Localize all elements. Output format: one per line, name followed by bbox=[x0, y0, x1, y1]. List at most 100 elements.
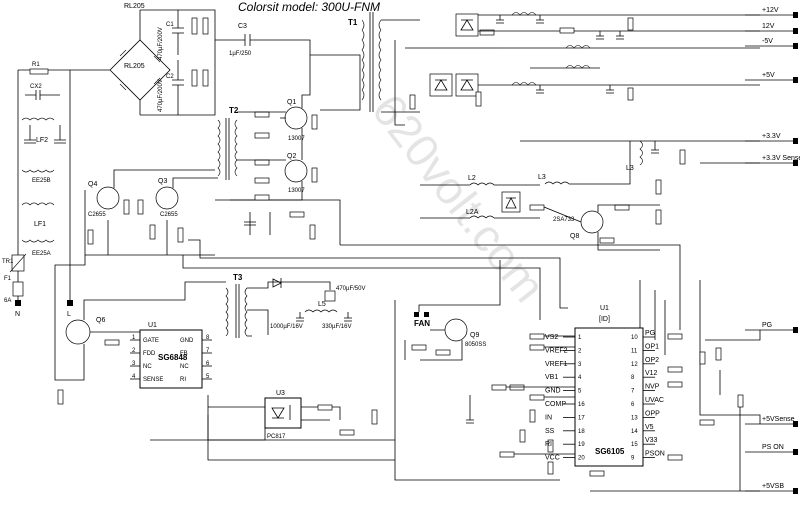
rl205-bottom-label: RL205 bbox=[124, 63, 145, 70]
sg6105-pin-number: 5 bbox=[578, 389, 582, 395]
q3-label: Q3 bbox=[158, 178, 167, 185]
output-terminal-ps-on bbox=[793, 449, 798, 455]
u3-label: U3 bbox=[276, 390, 285, 397]
routing-wires bbox=[150, 239, 761, 492]
t3-transformer: T3 470µF/50V L5 330µF/16V 1000µF/16V bbox=[225, 273, 365, 338]
t1-primary: C3 1µF/250 T1 bbox=[215, 12, 382, 112]
q8-part: 2SA733 bbox=[553, 217, 575, 223]
q2-part: 13007 bbox=[288, 188, 305, 194]
t2-transformer: T2 bbox=[217, 106, 286, 184]
sg6848-pin-name: NC bbox=[180, 364, 189, 370]
bulk-capacitors: C1 C2 470µF/200V 470µF/200V bbox=[140, 9, 216, 116]
sg6105-pin-name: VCC bbox=[545, 455, 560, 462]
output-terminal-pg bbox=[793, 327, 798, 333]
q9-part: 8050SS bbox=[465, 342, 486, 348]
c2-label: C2 bbox=[166, 74, 174, 80]
watermark: 620volt.com bbox=[362, 84, 556, 311]
sg6105-pin-number: 4 bbox=[578, 375, 582, 381]
sg6848-pin-name: FDD bbox=[143, 351, 156, 357]
sg6105-pin-number: 12 bbox=[631, 362, 638, 368]
c16-value: 470µF/50V bbox=[336, 286, 365, 292]
sg6848-pin-name: SENSE bbox=[143, 377, 163, 383]
sg6848-pin-number: 8 bbox=[206, 335, 210, 341]
f1-value: 6A bbox=[4, 298, 11, 304]
sg6105-pin-number: 9 bbox=[631, 456, 635, 462]
q4-label: Q4 bbox=[88, 181, 97, 188]
sg6105-pin-name: V33 bbox=[645, 437, 658, 444]
c3-value: 1µF/250 bbox=[229, 51, 252, 57]
sg6105-pin-number: 7 bbox=[631, 389, 635, 395]
l5-value: 330µF/16V bbox=[322, 324, 351, 330]
sg6105-pin-name: UVAC bbox=[645, 397, 664, 404]
rl205-top-label: RL205 bbox=[124, 3, 145, 10]
l5-label: L5 bbox=[318, 301, 326, 308]
sg6105-pin-number: 6 bbox=[631, 402, 635, 408]
q9-label: Q9 bbox=[470, 332, 479, 339]
output-filters: L3 bbox=[478, 12, 760, 172]
sg6848-pin-name: FB bbox=[180, 351, 188, 357]
sg6848-pin-number: 6 bbox=[206, 361, 210, 367]
q4-part: C2655 bbox=[88, 212, 106, 218]
sg6105-pin-name: VREF2 bbox=[545, 347, 568, 354]
output-terminal-12v bbox=[793, 28, 798, 34]
sg6105-pin-name: VREF1 bbox=[545, 361, 568, 368]
sg6848-pin-name: NC bbox=[143, 364, 152, 370]
sg6105-pin-name: GND bbox=[545, 388, 561, 395]
input-filter: R1 CX2 LF2 EE25B LF1 EE25A TR1 F1 6A N L bbox=[2, 62, 73, 318]
driver-stage: Q4 C2655 Q3 C2655 bbox=[84, 169, 218, 256]
q3-part: C2655 bbox=[160, 212, 178, 218]
sg6105-pin-number: 17 bbox=[578, 415, 585, 421]
sg6105-pin-name: NVP bbox=[645, 384, 660, 391]
c3-label: C3 bbox=[238, 23, 247, 30]
output-label-pg: PG bbox=[762, 322, 772, 329]
tr1-label: TR1 bbox=[2, 259, 14, 265]
q8-label: Q8 bbox=[570, 233, 579, 240]
sg6105-pin-number: 11 bbox=[631, 348, 638, 354]
output-terminal-3-3v-sense bbox=[793, 160, 798, 166]
sg6105-pin-name: PG bbox=[645, 330, 655, 337]
sg6848-pin-number: 3 bbox=[132, 361, 136, 367]
cx2-label: CX2 bbox=[30, 84, 42, 90]
output-label-12v: +12V bbox=[762, 7, 779, 14]
bridge-rectifier: RL205 RL205 bbox=[70, 3, 171, 115]
sg6105-pin-name: VS2 bbox=[545, 334, 558, 341]
diagram-title: Colorsit model: 300U-FNM bbox=[238, 0, 380, 14]
output-label-5vsense: +5VSense bbox=[762, 416, 795, 423]
sg6848-pin-name: GATE bbox=[143, 338, 159, 344]
sg6105-subref: [ID] bbox=[599, 316, 610, 323]
output-terminal-5v bbox=[793, 43, 798, 49]
output-label-12v: 12V bbox=[762, 23, 775, 30]
sg6848-body bbox=[139, 329, 203, 389]
fan-control: FAN Q9 8050SS bbox=[404, 260, 501, 361]
output-terminal-3-3v bbox=[793, 138, 798, 144]
sg6105-pin-number: 20 bbox=[578, 456, 585, 462]
q6-label: Q6 bbox=[96, 317, 105, 324]
output-label-5v: +5V bbox=[762, 72, 775, 79]
secondary-rectifiers bbox=[381, 13, 500, 126]
lf2-label: LF2 bbox=[36, 137, 48, 144]
sg6105-pin-name: PSON bbox=[645, 451, 665, 458]
output-label-5v: -5V bbox=[762, 38, 773, 45]
half-bridge: Q1 13007 Q2 13007 bbox=[215, 55, 318, 201]
q1-label: Q1 bbox=[287, 99, 296, 106]
sg6105-pin-number: 13 bbox=[631, 415, 638, 421]
q1-part: 13007 bbox=[288, 136, 305, 142]
l-terminal-label: L bbox=[67, 311, 71, 318]
t3-label: T3 bbox=[233, 273, 243, 282]
sg6105-pin-name: SS bbox=[545, 428, 555, 435]
sg6105-pin-name: VB1 bbox=[545, 374, 558, 381]
t1-label: T1 bbox=[348, 18, 358, 27]
u3-part: PC817 bbox=[267, 434, 286, 440]
sg6105-pin-number: 19 bbox=[578, 442, 585, 448]
3v3-regulator: L2 L2A L3 2SA733 Q8 bbox=[420, 141, 662, 251]
sg6848-ref: U1 bbox=[148, 322, 157, 329]
sg6105-pin-number: 8 bbox=[631, 375, 635, 381]
sg6105-pin-name: V12 bbox=[645, 370, 658, 377]
c1-label: C1 bbox=[166, 22, 174, 28]
sg6105-pin-number: 10 bbox=[631, 335, 638, 341]
sg6848-pin-name: GND bbox=[180, 338, 194, 344]
